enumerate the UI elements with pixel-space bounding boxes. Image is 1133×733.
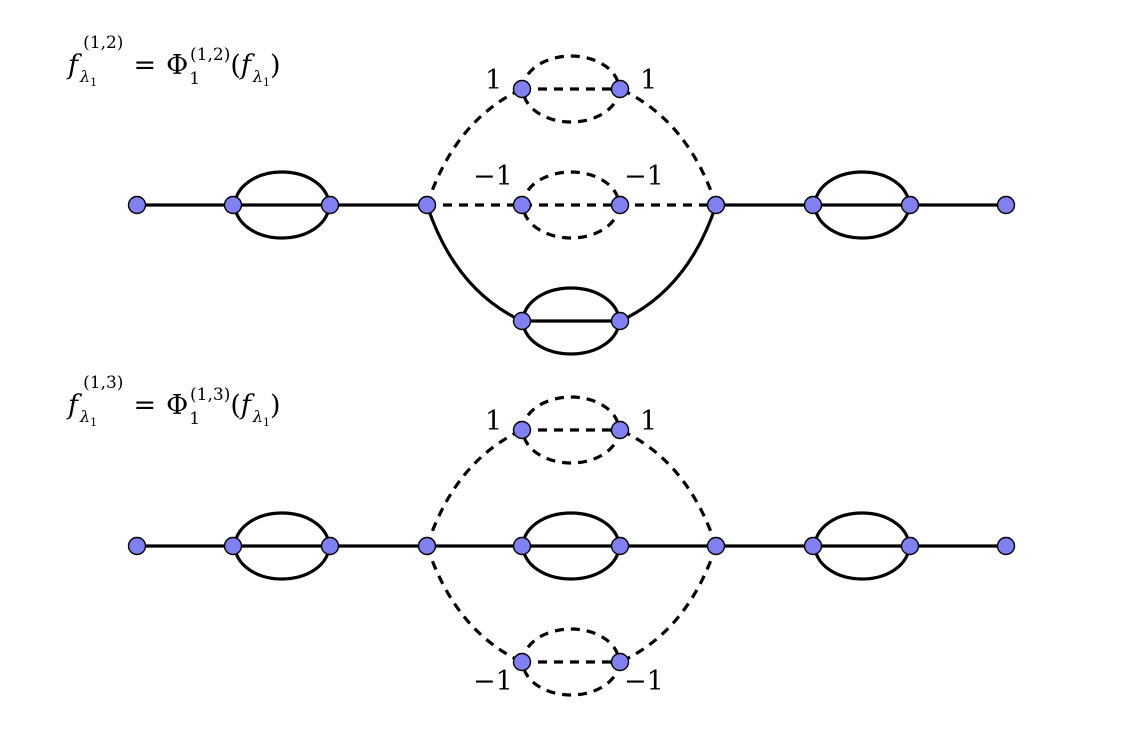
vertex bbox=[996, 536, 1016, 556]
weight-label: −1 bbox=[473, 666, 513, 697]
vertex bbox=[996, 195, 1016, 215]
vertex bbox=[900, 536, 920, 556]
vertex bbox=[610, 420, 630, 440]
vertex bbox=[803, 536, 823, 556]
bottom-upper-right-dashed-arc bbox=[619, 428, 718, 547]
weight-label: −1 bbox=[624, 161, 664, 192]
weight-label: 1 bbox=[485, 406, 502, 437]
top-upper-right-dashed-arc bbox=[619, 87, 718, 206]
vertex bbox=[127, 195, 147, 215]
vertex bbox=[610, 652, 630, 672]
bottom-lower-right-dashed-arc bbox=[619, 545, 718, 664]
vertex bbox=[610, 536, 630, 556]
vertex bbox=[512, 652, 532, 672]
vertex bbox=[320, 536, 340, 556]
vertex bbox=[610, 79, 630, 99]
vertex bbox=[610, 195, 630, 215]
vertex bbox=[512, 536, 532, 556]
vertex bbox=[706, 195, 726, 215]
vertex bbox=[127, 536, 147, 556]
vertex bbox=[610, 311, 630, 331]
weight-label: 1 bbox=[640, 65, 657, 96]
vertex bbox=[512, 311, 532, 331]
vertex bbox=[512, 195, 532, 215]
bottom-diagram: 1 1 −1 −1 bbox=[127, 395, 1016, 697]
weight-label: 1 bbox=[640, 406, 657, 437]
vertex bbox=[512, 420, 532, 440]
vertex bbox=[320, 195, 340, 215]
vertex bbox=[706, 536, 726, 556]
vertex bbox=[223, 536, 243, 556]
vertex bbox=[512, 79, 532, 99]
vertex bbox=[803, 195, 823, 215]
vertex bbox=[417, 195, 437, 215]
vertex bbox=[417, 536, 437, 556]
vertex bbox=[223, 195, 243, 215]
weight-label: −1 bbox=[473, 161, 513, 192]
bottom-upper-left-dashed-arc bbox=[425, 428, 523, 547]
vertex bbox=[900, 195, 920, 215]
top-upper-left-dashed-arc bbox=[425, 87, 523, 206]
weight-label: −1 bbox=[624, 666, 664, 697]
weight-label: 1 bbox=[485, 65, 502, 96]
bottom-lower-left-dashed-arc bbox=[425, 545, 523, 664]
top-lower-right-arc bbox=[619, 204, 718, 323]
top-diagram: 1 1 −1 −1 bbox=[127, 54, 1016, 356]
top-lower-left-arc bbox=[425, 204, 523, 323]
